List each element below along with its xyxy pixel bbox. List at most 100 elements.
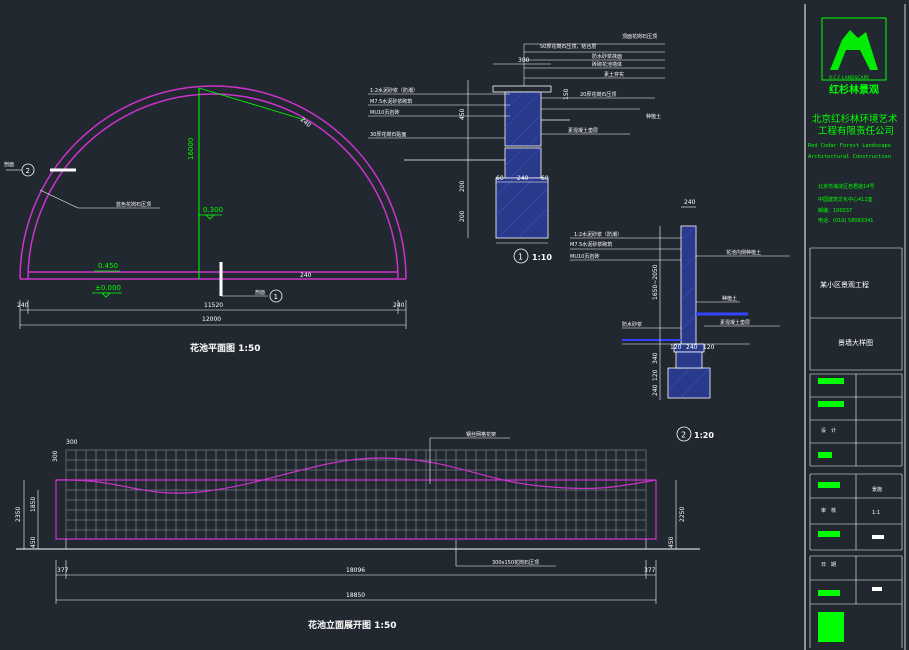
elevation-title: 花池立面展开图 1:50 (308, 619, 397, 631)
s2-dim-120b: 120 (670, 344, 682, 351)
elev-dim-1850: 1850 (30, 497, 37, 512)
elev-dim-2350: 2350 (15, 507, 22, 522)
approval-field (818, 612, 844, 642)
plan-dim-240-right: 240 (393, 302, 405, 309)
s1-note-top-5: 素土夯实 (604, 71, 624, 78)
radius-line-2 (198, 87, 306, 121)
elev-marker-1 (205, 214, 215, 220)
company-en-2: Architectural Construction (808, 154, 891, 160)
company-en-1: Red Cedar Forest Landscape (808, 143, 891, 149)
s1-note-left-4: 30厚花岗石贴面 (370, 131, 406, 138)
s1-dim-240: 240 (517, 175, 529, 182)
section-mark-2-circle (21, 163, 35, 177)
s2-note-1: 1:2水泥砂浆（防潮） (574, 231, 622, 238)
s1-note-top-4: 砖砌花池墙体 (592, 61, 622, 68)
s2-number: 2 (681, 431, 686, 440)
s1-note-left-1: 1:2水泥砂浆（防潮） (370, 87, 418, 94)
plan-dim-240-left: 240 (17, 302, 29, 309)
section-mark-1-circle (269, 289, 283, 303)
section-label-right: 剖面 (255, 289, 265, 296)
s2-dim-120: 120 (652, 369, 659, 381)
s1-note-right-3: 素混凝土垫层 (568, 127, 598, 134)
section-1: 450 200 200 150 300 60 240 60 顶面花岗石压顶 50… (368, 33, 665, 264)
phone: 电话：(010) 58083341 (818, 217, 873, 224)
label-date: 日 期 (821, 562, 836, 568)
s2-note-2: M7.5水泥砂浆砌筑 (570, 241, 612, 248)
base-dim-240: 240 (300, 272, 312, 279)
elev-note-bottom: 300x150花岗石压顶 (492, 559, 539, 566)
elev-dim-377-left: 377 (57, 567, 69, 574)
s1-note-top-1: 顶面花岗石压顶 (622, 33, 657, 40)
s2-dim-height: 1650~2050 (652, 264, 659, 300)
elev-0450: 0.450 (98, 262, 118, 270)
title-block: R.C.F LANDSCAPE 红杉林景观 北京红杉林环境艺术 工程有限责任公司… (804, 4, 906, 650)
section1-wall-lower (504, 147, 542, 179)
section-2: 240 1650~2050 340 120 240 120 240 120 1:… (570, 199, 790, 442)
elev-0000: ±0.000 (95, 284, 121, 292)
company-cn-2: 工程有限责任公司 (818, 125, 894, 137)
plan-outer-arc (19, 85, 407, 280)
s1-scale: 1:10 (532, 253, 552, 262)
drawing-name: 景墙大样图 (838, 338, 873, 347)
s1-dim-60b: 60 (541, 175, 549, 182)
s1-note-left-3: MU10页岩砖 (370, 109, 399, 116)
plan-dim-inner: 11520 (204, 302, 223, 309)
s2-note-4: 花池内侧种植土 (726, 249, 761, 256)
value-code: 景施 (872, 486, 882, 493)
company-logo (821, 17, 887, 81)
label-design: 设 计 (821, 427, 836, 434)
s2-scale: 1:20 (694, 431, 714, 440)
s1-note-top-2: 50厚花岗石压顶，结合层 (540, 43, 596, 50)
section1-footing (495, 177, 549, 239)
section-label-left: 剖面 (4, 161, 14, 168)
s1-dim-450: 450 (459, 108, 466, 120)
section1-coping (492, 85, 552, 93)
s2-dim-240-top: 240 (684, 199, 696, 206)
elevation-wave (55, 457, 657, 494)
elev-dim-2250: 2250 (679, 507, 686, 522)
label-check: 审 核 (821, 507, 836, 514)
elev-dim-300-h: 300 (66, 439, 78, 446)
s1-dim-200a: 200 (459, 180, 466, 192)
s1-note-right-2: 种植土 (646, 113, 661, 120)
plan-dim-total: 12000 (202, 316, 221, 323)
elev-dim-300-v: 300 (52, 450, 59, 462)
section-mark-2: 2 (26, 167, 30, 175)
elev-0300: 0.300 (203, 206, 223, 214)
address2: 中国建筑文化中心412室 (818, 196, 873, 203)
elev-dim-377-right: 377 (644, 567, 656, 574)
elevation-grid (65, 449, 647, 539)
value-scale: 1:1 (872, 510, 880, 516)
elevation-view: 2350 1850 450 300 300 2250 450 377 18096… (15, 431, 700, 631)
plan-inner-arc (27, 93, 399, 280)
elev-dim-450-left: 450 (30, 536, 37, 548)
radius-dim: 16000 (187, 138, 195, 160)
company-cn-1: 北京红杉林环境艺术 (812, 113, 898, 125)
s1-dim-200b: 200 (459, 210, 466, 222)
s2-number-circle (676, 426, 692, 442)
s1-dim-150: 150 (563, 88, 570, 100)
arc-dim-240: 240 (299, 116, 312, 129)
s1-number-circle (513, 248, 529, 264)
plan-title: 花池平面图 1:50 (190, 342, 261, 354)
s1-note-top-3: 防水砂浆抹面 (592, 53, 622, 60)
s1-dim-60a: 60 (496, 175, 504, 182)
s2-note-5: 种植土 (722, 295, 737, 302)
s2-wall (680, 225, 697, 345)
elev-dim-18096: 18096 (346, 567, 365, 574)
s2-footing (667, 367, 711, 399)
plan-view: 16000 240 0.300 0.450 ±0.000 240 蓝色花岗石压顶… (4, 85, 407, 354)
elev-note-top: 钢丝网格花架 (466, 431, 496, 438)
postcode: 邮编：100037 (818, 207, 852, 214)
elevation-wall (55, 479, 657, 540)
plan-leader-note: 蓝色花岗石压顶 (116, 201, 151, 208)
section1-wall-upper (504, 91, 542, 147)
s2-note-3: MU10页岩砖 (570, 253, 599, 260)
s1-note-right-1: 20厚花岗石压顶 (580, 91, 616, 98)
logo-text: R.C.F LANDSCAPE (829, 75, 869, 81)
elev-dim-18850: 18850 (346, 592, 365, 599)
s2-dim-240b: 240 (686, 344, 698, 351)
address: 北京市海淀区皂君庙14号 (818, 183, 874, 190)
s2-dim-340: 340 (652, 352, 659, 364)
